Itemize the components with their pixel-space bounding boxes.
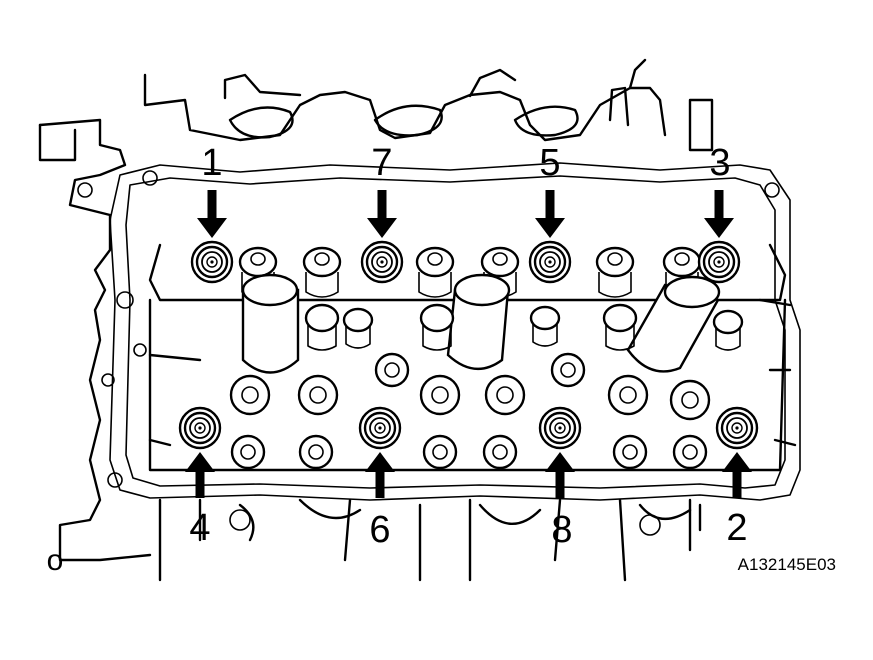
arrow-to-bolt-3 (704, 190, 734, 238)
head-bolt-6 (358, 406, 402, 450)
lower-camshaft-bosses (229, 374, 711, 470)
arrow-to-bolt-1 (197, 190, 227, 238)
arrow-to-bolt-8 (545, 452, 575, 498)
arrow-to-bolt-4 (185, 452, 215, 498)
head-bolt-5 (528, 240, 572, 284)
middle-lifters (304, 303, 744, 388)
head-bolt-7 (360, 240, 404, 284)
head-bolt-8 (538, 406, 582, 450)
arrow-to-bolt-6 (365, 452, 395, 498)
bolt-label-2: 2 (726, 507, 747, 549)
arrow-to-bolt-7 (367, 190, 397, 238)
bolt-label-1: 1 (201, 142, 222, 184)
bolt-label-3: 3 (709, 142, 730, 184)
head-bolt-1 (190, 240, 234, 284)
head-bolt-4 (178, 406, 222, 450)
upper-valve-springs (238, 246, 702, 298)
bolt-label-6: 6 (369, 509, 390, 551)
head-bolts (178, 240, 759, 450)
bolt-label-5: 5 (539, 142, 560, 184)
figure-code: A132145E03 (738, 555, 836, 574)
head-bolt-2 (715, 406, 759, 450)
bolt-label-4: 4 (189, 507, 210, 549)
arrow-to-bolt-2 (722, 452, 752, 498)
corner-mark: o (47, 544, 64, 577)
bolt-label-7: 7 (371, 142, 392, 184)
spark-plug-tubes (241, 273, 721, 374)
bolt-arrows (185, 190, 752, 498)
head-bolt-3 (697, 240, 741, 284)
arrow-to-bolt-5 (535, 190, 565, 238)
bolt-label-8: 8 (551, 509, 572, 551)
